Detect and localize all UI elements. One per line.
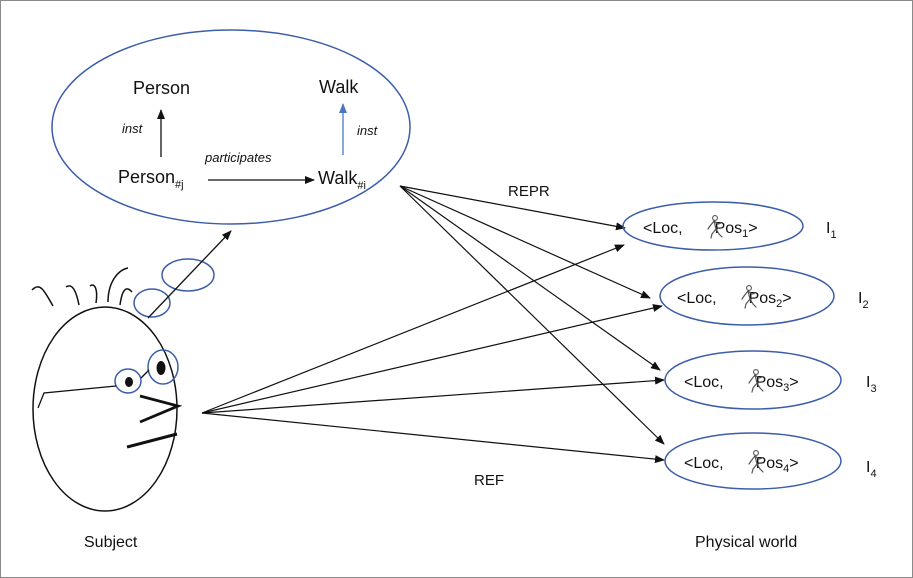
- thought-arrow: [147, 230, 232, 319]
- thought-bubble: [51, 29, 411, 225]
- tuple-2-text: <Loc,Pos2>: [677, 290, 792, 310]
- subject-caption: Subject: [84, 534, 138, 551]
- tuple-3: <Loc,Pos3> I3: [664, 350, 877, 410]
- ref-arrows: [201, 244, 665, 464]
- tuple-2: <Loc,Pos2> I2: [659, 266, 869, 326]
- tuple-3-text: <Loc,Pos3>: [684, 374, 799, 394]
- repr-label: REPR: [508, 183, 550, 200]
- tuple-4: <Loc,Pos4> I4: [664, 432, 877, 490]
- repr-arrows: [399, 185, 665, 445]
- tuple-4-text: <Loc,Pos4>: [684, 455, 799, 475]
- subject-head: [31, 267, 183, 512]
- tuple-1-label: I1: [826, 220, 837, 241]
- tuple-2-label: I2: [858, 290, 869, 311]
- tuple-4-label: I4: [866, 459, 877, 480]
- ref-label: REF: [474, 472, 504, 489]
- tuple-1: <Loc,Pos1> I1: [622, 201, 837, 251]
- walk-instance: Walk#i: [318, 168, 366, 192]
- tuple-1-text: <Loc,Pos1>: [643, 220, 758, 240]
- concept-walk: Walk: [319, 77, 359, 97]
- inst-label-left: inst: [122, 121, 144, 136]
- thought-bubble-tiny: [133, 288, 171, 318]
- inst-label-right: inst: [357, 123, 379, 138]
- participates-label: participates: [204, 150, 272, 165]
- person-instance: Person#j: [118, 167, 184, 191]
- physical-world-caption: Physical world: [695, 534, 797, 551]
- concept-person: Person: [133, 78, 190, 98]
- thought-bubble-small: [161, 258, 215, 292]
- tuple-3-label: I3: [866, 374, 877, 395]
